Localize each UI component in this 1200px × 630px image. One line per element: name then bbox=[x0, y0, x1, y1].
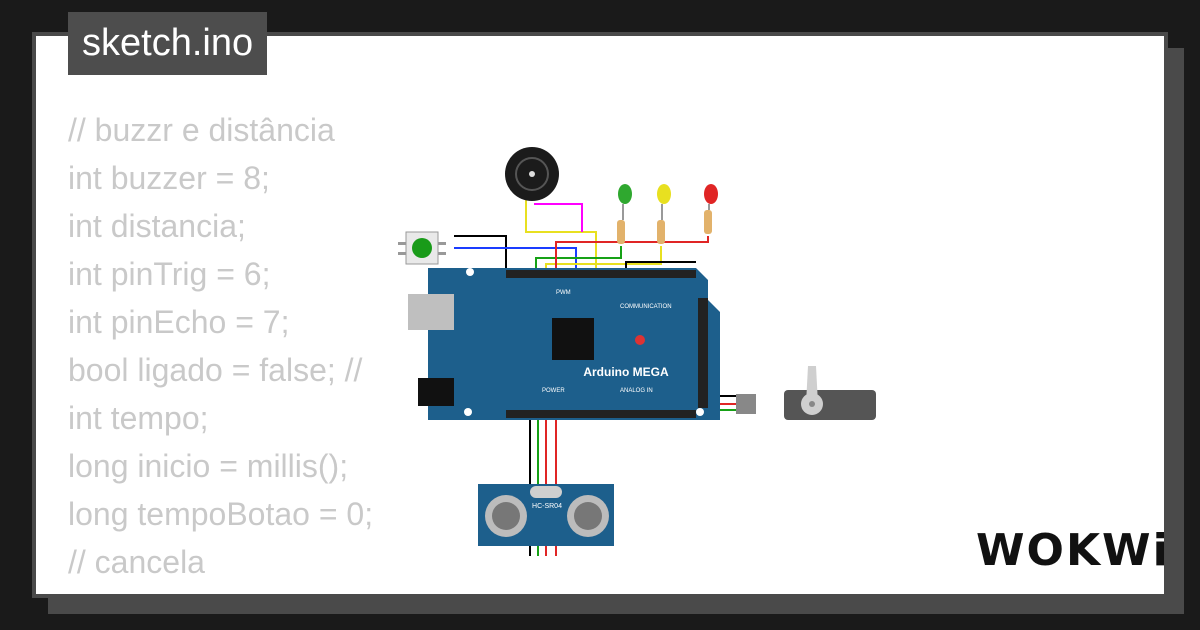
buzzer-icon bbox=[505, 147, 559, 201]
green-led-icon bbox=[617, 184, 632, 244]
code-line: int pinEcho = 7; bbox=[68, 304, 290, 340]
code-line: int tempo; bbox=[68, 400, 209, 436]
code-preview: // buzzr e distância int buzzer = 8; int… bbox=[68, 106, 374, 594]
pwm-label: PWM bbox=[556, 290, 571, 296]
ultrasonic-sensor: HC-SR04 bbox=[478, 484, 614, 546]
code-line: // cancela bbox=[68, 544, 205, 580]
communication-label: COMMUNICATION bbox=[620, 304, 672, 310]
code-line: long tempoBotao = 0; bbox=[68, 496, 374, 532]
code-line: #include <Servo.h> bbox=[68, 586, 373, 594]
code-line: bool ligado = false; // bbox=[68, 352, 363, 388]
servo-motor bbox=[736, 366, 876, 420]
sketch-file-tab[interactable]: sketch.ino bbox=[68, 12, 268, 75]
circuit-diagram: Arduino MEGA PWM COMMUNICATION POWER ANA… bbox=[398, 147, 876, 556]
code-line: int buzzer = 8; bbox=[68, 160, 270, 196]
code-line: int distancia; bbox=[68, 208, 246, 244]
red-led-icon bbox=[704, 184, 718, 234]
push-button bbox=[398, 231, 446, 265]
wokwi-logo: WOKWi bbox=[976, 525, 1170, 576]
code-line: // buzzr e distância bbox=[68, 112, 335, 148]
analog-label: ANALOG IN bbox=[620, 388, 653, 394]
board-name: Arduino MEGA bbox=[583, 365, 669, 379]
arduino-mega-board: Arduino MEGA PWM COMMUNICATION POWER ANA… bbox=[408, 268, 720, 420]
power-label: POWER bbox=[542, 388, 565, 394]
preview-card: // buzzr e distância int buzzer = 8; int… bbox=[32, 32, 1168, 598]
sensor-name: HC-SR04 bbox=[532, 503, 562, 510]
code-line: int pinTrig = 6; bbox=[68, 256, 271, 292]
yellow-led-icon bbox=[657, 184, 671, 244]
code-line: long inicio = millis(); bbox=[68, 448, 349, 484]
